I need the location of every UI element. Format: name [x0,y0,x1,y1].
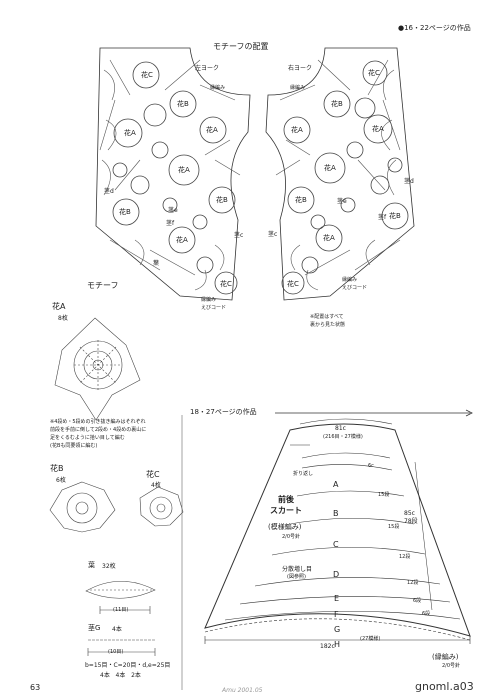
flower-label: 花A [372,125,384,133]
stem-label: 茎d [404,178,414,185]
stem-title: 茎G [88,624,101,632]
leaf-label: 葉 [153,260,160,267]
flower-b-diagram [49,481,116,533]
skirt-increase-sub: (図参照) [287,574,306,580]
skirt-arrow [275,409,473,417]
stem-length: (10目) [108,649,124,655]
stem-label: 茎c [234,232,244,239]
flower-label: 花B [119,208,131,216]
skirt-band-label: E [334,594,340,603]
skirt-top-measure: 81c [335,425,346,432]
skirt-band-label: A [333,480,339,489]
leaf-length: (11目) [113,607,129,613]
right-edge-label: 縁編み [290,85,306,91]
skirt-diagram [204,418,471,644]
flower-label: 花A [291,126,303,134]
right-yoke-label: 右ヨーク [288,65,313,72]
flower-label: 花A [124,129,136,137]
flower-label: 花B [331,100,343,108]
flower-label: 花B [216,196,228,204]
skirt-dim: 15段 [388,524,400,530]
skirt-fold: 折り返し [293,471,314,477]
flower-label: 花B [177,100,189,108]
leaf-title: 葉 [88,561,95,569]
flower-a-count: 8枚 [58,315,68,322]
skirt-dim: 15段 [378,492,390,498]
skirt-bottom-sub: (27模様) [360,636,381,642]
right-yoke-outline [265,47,415,301]
stem-label: 茎f [378,214,387,221]
flower-label: 花A [176,236,188,244]
skirt-band-label: C [333,540,339,549]
skirt-dim: 12段 [399,554,411,560]
flower-label: 花B [389,212,401,220]
left-yoke-leaves [99,59,241,291]
skirt-dim: 12段 [407,580,419,586]
stem-diagram [87,639,156,656]
yoke-title: モチーフの配置 [213,42,269,51]
page-number: 63 [30,683,41,692]
stem-label: 茎f [166,220,175,227]
left-yoke-flowers [112,61,238,295]
stem-label: 茎e [168,207,178,214]
skirt-dim: 6段 [413,598,422,604]
magazine-credit: Amu 2001.05 [222,687,263,694]
left-yoke-outline [95,47,251,301]
skirt-dim: 6c [368,463,374,469]
skirt-pattern: (模様編み) [268,523,302,531]
flower-label: 花C [368,69,380,77]
motif-note: ※4段め・5段めの引き抜き編みはそれぞれ 前段を手前に倒して2段め・4段めの裏山… [50,419,147,449]
skirt-bottom-measure: 182c [320,643,335,650]
left-edge-label: 縁編み [210,85,226,91]
flower-label: 花A [206,126,218,134]
flower-label: 花B [295,196,307,204]
flower-b-title: 花B [50,464,64,473]
flower-b-count: 6枚 [56,477,66,484]
left-yoke-label: 左ヨーク [195,65,220,72]
flower-a-title: 花A [52,302,66,311]
skirt-increase: 分散増し目 [282,566,313,573]
skirt-edging-sub: 2/0号針 [442,663,461,669]
skirt-needle: 2/0号針 [282,534,301,540]
stem-label: 茎d [104,188,114,195]
skirt-dim: 6段 [422,611,431,617]
stem-counts: 4本 4本 2本 [100,672,141,679]
flower-c-count: 4枚 [151,482,161,489]
stem-count: 4本 [112,626,122,633]
leaf-diagram [85,581,156,614]
skirt-band-label: D [333,570,340,579]
placement-note: ※配置はすべて 裏から見た状態 [310,314,346,328]
skirt-band-label: B [333,509,339,518]
right-yoke-flowers [281,60,409,295]
watermark: gnoml.a03 [415,680,474,693]
cord-label-right: 縁編み えびコード [342,277,368,291]
page-reference: ●16・22ページの作品 [398,24,471,32]
leaf-count: 32枚 [102,563,116,570]
flower-label: 花A [178,166,190,174]
right-yoke-leaves [275,59,401,291]
flower-label: 花A [324,164,336,172]
flower-c-diagram [139,486,184,527]
skirt-band-label: F [334,610,339,619]
cord-label-left: 縁編み えびコード [201,297,227,311]
skirt-name: 前後 スカート [270,495,302,515]
skirt-edging: (縁編み) [432,653,459,661]
flower-a-diagram [54,317,141,421]
flower-label: 花C [141,71,153,79]
skirt-total-height: 85c 78段 [404,510,418,525]
skirt-outline [204,423,471,637]
stem-label: 茎c [268,231,278,238]
motif-title: モチーフ [87,281,119,290]
skirt-band-label: H [334,640,341,649]
stem-label: 茎e [337,198,347,205]
flower-c-title: 花C [146,470,160,479]
skirt-reference: 18・27ページの作品 [190,408,257,416]
flower-label: 花C [287,280,299,288]
flower-label: 花C [220,280,232,288]
flower-label: 花A [323,234,335,242]
skirt-band-label: G [334,625,341,634]
skirt-top-sub: (216目・27模様) [323,434,363,440]
stem-spec: b=15目・C=20目・d,e=25目 [85,662,171,669]
